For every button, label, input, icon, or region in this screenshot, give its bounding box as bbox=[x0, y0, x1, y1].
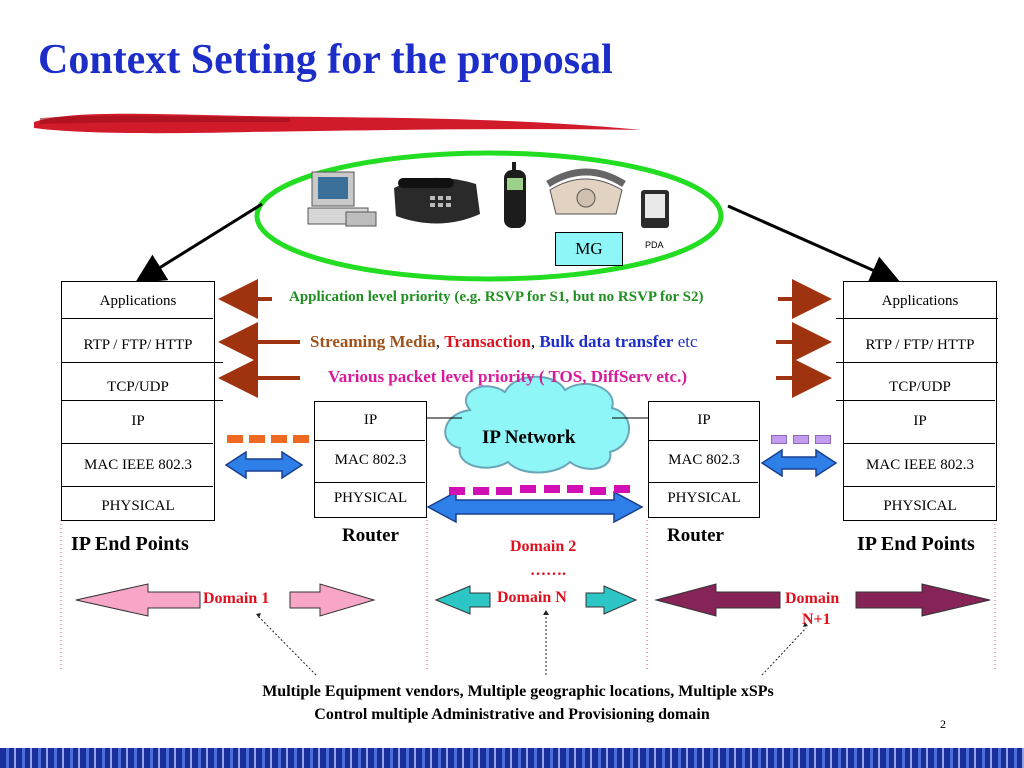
title-underline-brush bbox=[34, 113, 642, 134]
pda-icon bbox=[641, 190, 669, 228]
right-layer-rtp: RTP / FTP/ HTTP bbox=[865, 337, 975, 353]
ellipse-to-left-arrow bbox=[134, 202, 263, 284]
domainN1-arrow bbox=[654, 583, 991, 617]
left-router-stack: IP MAC 802.3 PHYSICAL bbox=[314, 401, 427, 518]
left-endpoint-stack: Applications RTP / FTP/ HTTP TCP/UDP IP … bbox=[61, 281, 215, 521]
link-arrow-right bbox=[760, 448, 838, 478]
left-router-ip: IP bbox=[363, 412, 378, 428]
packet-level-priority-text: Various packet level priority ( TOS, Dif… bbox=[328, 367, 688, 386]
right-router-stack: IP MAC 802.3 PHYSICAL bbox=[648, 401, 760, 518]
domain1-label: Domain 1 bbox=[203, 590, 270, 607]
desktop-computer-icon bbox=[307, 171, 377, 227]
left-router-physical: PHYSICAL bbox=[333, 490, 408, 506]
left-layer-applications: Applications bbox=[99, 293, 177, 309]
media-gateway-box: MG bbox=[555, 232, 623, 266]
page-number: 2 bbox=[940, 717, 946, 731]
right-layer-applications: Applications bbox=[881, 293, 959, 309]
slide-title: Context Setting for the proposal bbox=[38, 37, 613, 83]
right-layer-tcp: TCP/UDP bbox=[889, 379, 951, 395]
right-router-ip: IP bbox=[697, 412, 711, 428]
right-endpoints-label: IP End Points bbox=[857, 533, 975, 555]
comma-separator: , bbox=[435, 332, 445, 351]
ellipse-to-right-arrow bbox=[727, 204, 901, 284]
right-router-physical: PHYSICAL bbox=[667, 490, 741, 506]
left-layer-physical: PHYSICAL bbox=[101, 498, 175, 514]
domainN1-label-line1: Domain bbox=[785, 590, 840, 607]
left-layer-tcp: TCP/UDP bbox=[107, 379, 169, 395]
footer-pattern-bar bbox=[0, 748, 1024, 768]
transaction-text: Transaction bbox=[444, 332, 531, 351]
desk-phone-icon bbox=[394, 177, 480, 224]
domain-ellipsis: ……. bbox=[530, 562, 566, 579]
domainN-arrow bbox=[434, 585, 638, 615]
link-arrow-left bbox=[224, 450, 304, 480]
left-layer-mac: MAC IEEE 802.3 bbox=[84, 457, 192, 473]
footer-line1: Multiple Equipment vendors, Multiple geo… bbox=[262, 683, 774, 700]
left-router-mac: MAC 802.3 bbox=[334, 452, 407, 468]
domain1-arrow bbox=[75, 583, 376, 617]
bulk-transfer-text: Bulk data transfer bbox=[539, 332, 674, 351]
right-layer-physical: PHYSICAL bbox=[883, 498, 957, 514]
etc-text: etc bbox=[673, 332, 698, 351]
ip-network-label: IP Network bbox=[482, 427, 576, 448]
ip-network-cloud bbox=[444, 375, 630, 474]
mg-label: MG bbox=[575, 239, 603, 258]
right-layer-mac: MAC IEEE 802.3 bbox=[866, 457, 974, 473]
mobile-phone-icon bbox=[504, 162, 526, 228]
right-endpoint-stack: Applications RTP / FTP/ HTTP TCP/UDP IP … bbox=[843, 281, 997, 521]
link-arrow-center bbox=[426, 490, 644, 524]
traffic-classes-text: Streaming Media, Transaction, Bulk data … bbox=[310, 332, 698, 352]
right-router-label: Router bbox=[667, 525, 724, 546]
streaming-media-text: Streaming Media bbox=[310, 332, 436, 351]
footer-line2: Control multiple Administrative and Prov… bbox=[314, 706, 710, 723]
domain2-label: Domain 2 bbox=[510, 538, 577, 555]
comma-separator: , bbox=[530, 332, 540, 351]
domainN-label: Domain N bbox=[497, 589, 567, 606]
left-layer-ip: IP bbox=[131, 413, 145, 429]
right-layer-ip: IP bbox=[913, 413, 927, 429]
device-group-ellipse bbox=[254, 150, 724, 282]
left-endpoints-label: IP End Points bbox=[71, 533, 189, 555]
rotary-phone-icon bbox=[546, 168, 626, 215]
left-layer-rtp: RTP / FTP/ HTTP bbox=[83, 337, 193, 353]
right-router-mac: MAC 802.3 bbox=[668, 452, 740, 468]
pda-label: PDA bbox=[645, 240, 664, 250]
left-router-label: Router bbox=[342, 525, 399, 546]
domainN1-label-line2: N+1 bbox=[802, 611, 831, 628]
application-level-priority-text: Application level priority (e.g. RSVP fo… bbox=[289, 289, 704, 305]
